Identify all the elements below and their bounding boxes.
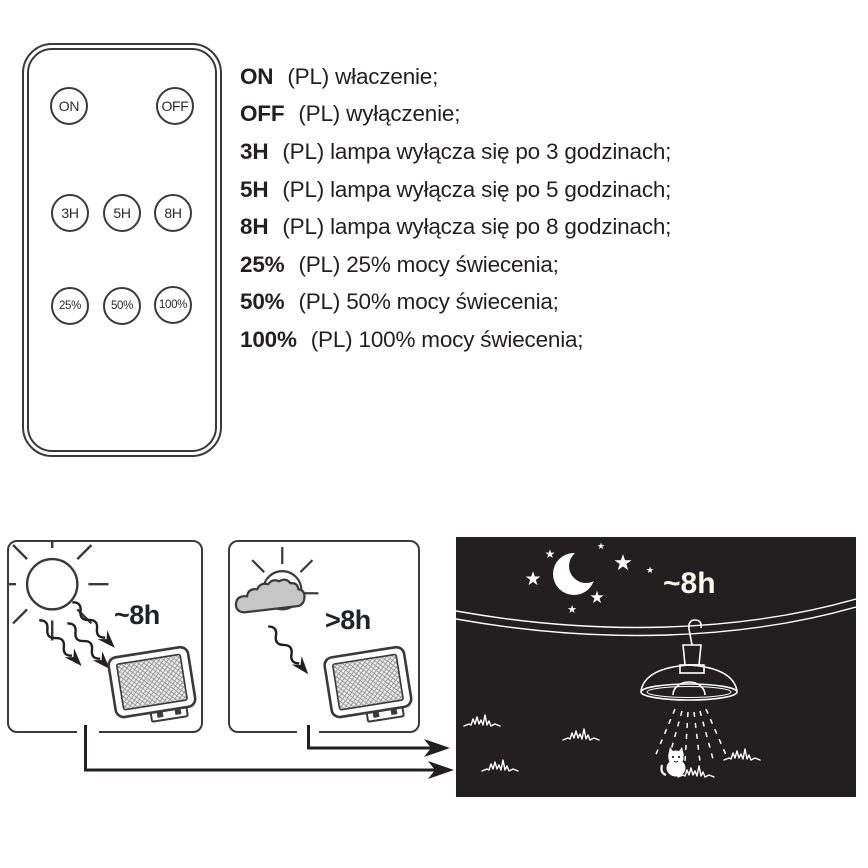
legend-key: 3H (240, 138, 269, 164)
cloudy-duration-label: >8h (325, 605, 371, 635)
string-wires (456, 598, 856, 637)
pendant-lamp-icon (640, 619, 738, 701)
sun-icon (9, 542, 109, 641)
legend-row-50: 50% (PL) 50% mocy świecenia; (240, 284, 840, 322)
cloud-icon (234, 578, 306, 614)
legend-row-on: ON (PL) właczenie; (240, 58, 840, 96)
remote-control-illustration: ON OFF 3H 5H 8H 25% 50% 100% (22, 43, 222, 457)
lamp-bulb (672, 681, 706, 696)
remote-button-on: ON (50, 87, 88, 125)
svg-text:★: ★ (524, 568, 541, 590)
sun-behind-cloud-icon (234, 547, 319, 614)
remote-button-off: OFF (156, 87, 194, 125)
legend-key: 50% (240, 289, 285, 315)
legend-row-off: OFF (PL) wyłączenie; (240, 96, 840, 134)
legend-key: 8H (240, 214, 269, 240)
lamp-shade (640, 664, 738, 692)
night-scene-panel: ★ ★ ★ ★ ★ ★ ★ (456, 537, 856, 797)
remote-button-8h: 8H (154, 194, 192, 232)
legend-key: 100% (240, 326, 297, 352)
cloudy-charging-drawing (234, 547, 416, 729)
svg-text:★: ★ (567, 603, 577, 616)
arrowhead-lower (428, 761, 454, 779)
light-rays (653, 708, 727, 763)
svg-text:★: ★ (613, 551, 633, 576)
lamp-hook (688, 619, 702, 646)
legend-row-25: 25% (PL) 25% mocy świecenia; (240, 246, 840, 284)
remote-button-25: 25% (51, 287, 89, 325)
legend-row-8h: 8H (PL) lampa wyłącza się po 8 godzinach… (240, 208, 840, 246)
remote-button-100: 100% (154, 286, 192, 324)
legend-desc: (PL) 50% mocy świecenia; (298, 289, 559, 315)
legend-desc: (PL) lampa wyłącza się po 5 godzinach; (282, 176, 672, 202)
moon-icon (553, 549, 603, 595)
stars: ★ ★ ★ ★ ★ ★ ★ (524, 542, 654, 616)
legend-row-100: 100% (PL) 100% mocy świecenia; (240, 321, 840, 359)
cat-icon (660, 747, 686, 777)
arrowhead-upper (424, 739, 450, 757)
remote-button-3h: 3H (51, 194, 89, 232)
sunny-duration-label: ~8h (114, 600, 160, 630)
lamp-neck (682, 644, 702, 666)
grass-tufts (463, 714, 761, 778)
legend-key: OFF (240, 101, 285, 127)
remote-button-50: 50% (103, 287, 141, 325)
sunny-charging-drawing (9, 542, 200, 729)
button-legend: ON (PL) właczenie; OFF (PL) wyłączenie; … (240, 58, 840, 359)
svg-text:★: ★ (646, 566, 654, 576)
legend-row-5h: 5H (PL) lampa wyłącza się po 5 godzinach… (240, 171, 840, 209)
sunny-charging-panel: ~8h (7, 540, 203, 733)
legend-desc: (PL) właczenie; (287, 63, 439, 89)
panel2-border-gap (297, 726, 319, 735)
legend-key: 25% (240, 251, 285, 277)
legend-key: ON (240, 63, 274, 89)
legend-desc: (PL) wyłączenie; (298, 101, 461, 127)
solar-panel-unit (106, 644, 200, 729)
panel1-border-gap (77, 726, 99, 735)
legend-desc: (PL) lampa wyłącza się po 8 godzinach; (282, 214, 672, 240)
remote-control-inner-outline (27, 48, 217, 452)
legend-desc: (PL) 100% mocy świecenia; (310, 326, 584, 352)
remote-button-5h: 5H (103, 194, 141, 232)
legend-key: 5H (240, 176, 269, 202)
night-scene-drawing: ★ ★ ★ ★ ★ ★ ★ (456, 542, 856, 778)
cloudy-charging-panel: >8h (228, 540, 420, 733)
svg-text:★: ★ (597, 542, 605, 552)
legend-desc: (PL) 25% mocy świecenia; (298, 251, 559, 277)
legend-row-3h: 3H (PL) lampa wyłącza się po 3 godzinach… (240, 133, 840, 171)
legend-desc: (PL) lampa wyłącza się po 3 godzinach; (282, 138, 672, 164)
svg-text:★: ★ (545, 547, 556, 561)
solar-panel-unit (322, 644, 416, 729)
svg-text:★: ★ (589, 588, 604, 608)
sunlight-arrow (261, 621, 315, 680)
night-duration-label: ~8h (663, 567, 716, 600)
